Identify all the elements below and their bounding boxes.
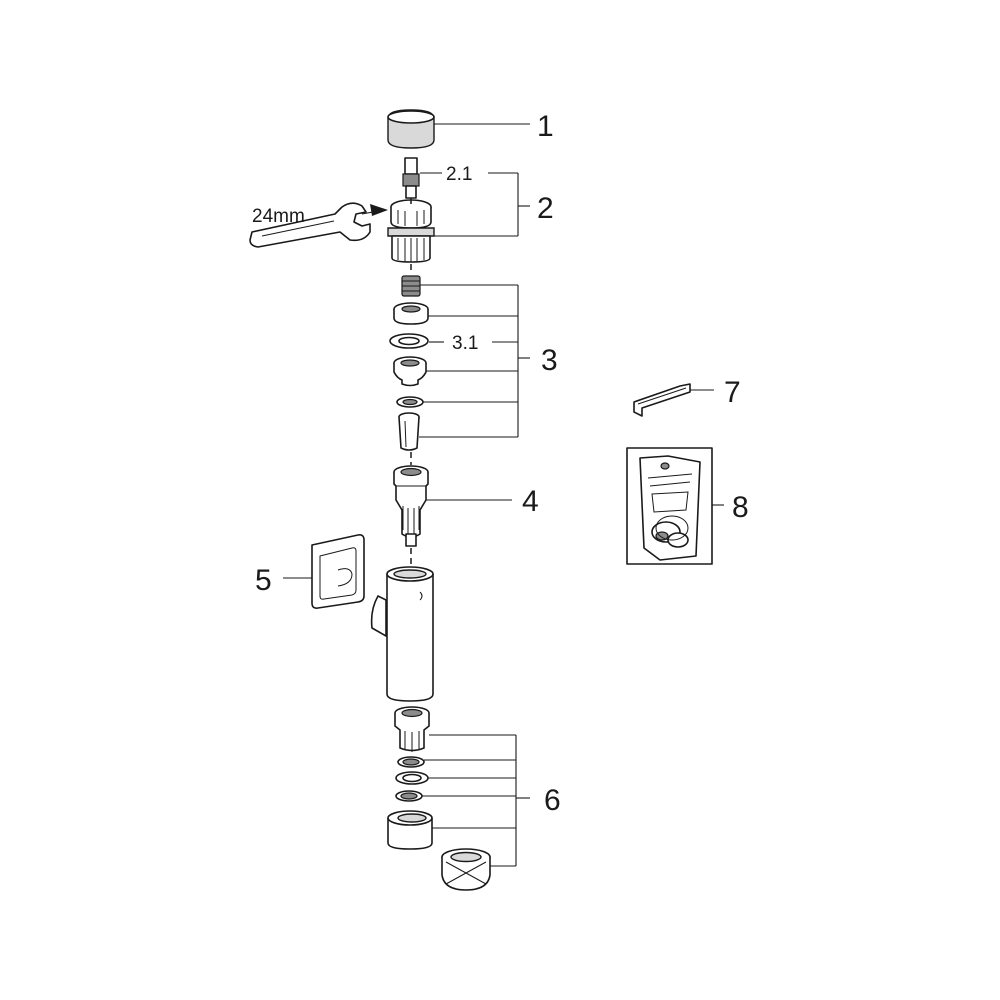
part-6-washer xyxy=(395,771,429,785)
part-2-1-spindle xyxy=(402,157,420,199)
callout-labels: 1 2.1 2 24mm 3.1 3 4 5 6 7 8 xyxy=(252,110,749,817)
wrench-24mm-icon xyxy=(249,202,388,248)
part-6-outlet-nut xyxy=(394,706,430,752)
part-3-1-washer xyxy=(389,333,429,349)
part-3-o-ring xyxy=(396,396,424,408)
callout-8: 8 xyxy=(732,491,749,524)
callout-1: 1 xyxy=(537,110,554,143)
part-6-o-ring-1 xyxy=(397,756,425,768)
callout-5: 5 xyxy=(255,564,272,597)
part-8-service-kit xyxy=(626,447,713,565)
part-3-valve-disc xyxy=(393,302,429,325)
callout-3: 3 xyxy=(541,344,558,377)
tool-label-24mm: 24mm xyxy=(252,206,305,227)
callout-3-1: 3.1 xyxy=(452,333,478,354)
part-6-o-ring-2 xyxy=(395,790,423,802)
part-6-aerator-sleeve xyxy=(387,810,433,850)
part-6-aerator-insert xyxy=(441,848,491,891)
callout-7: 7 xyxy=(724,376,741,409)
callout-2-1: 2.1 xyxy=(446,164,472,185)
part-3-spring xyxy=(401,275,421,297)
part-5-wall-plate xyxy=(311,534,365,609)
callout-6: 6 xyxy=(544,784,561,817)
part-7-clip xyxy=(633,383,691,417)
leader-lines xyxy=(283,123,724,867)
callout-2: 2 xyxy=(537,192,554,225)
part-3-piston xyxy=(398,412,420,451)
part-2-headpart xyxy=(387,199,435,263)
part-1-cap xyxy=(387,109,435,149)
main-body-housing xyxy=(370,566,434,702)
part-4-cartridge xyxy=(393,465,429,547)
callout-4: 4 xyxy=(522,485,539,518)
part-3-seat xyxy=(393,356,427,387)
